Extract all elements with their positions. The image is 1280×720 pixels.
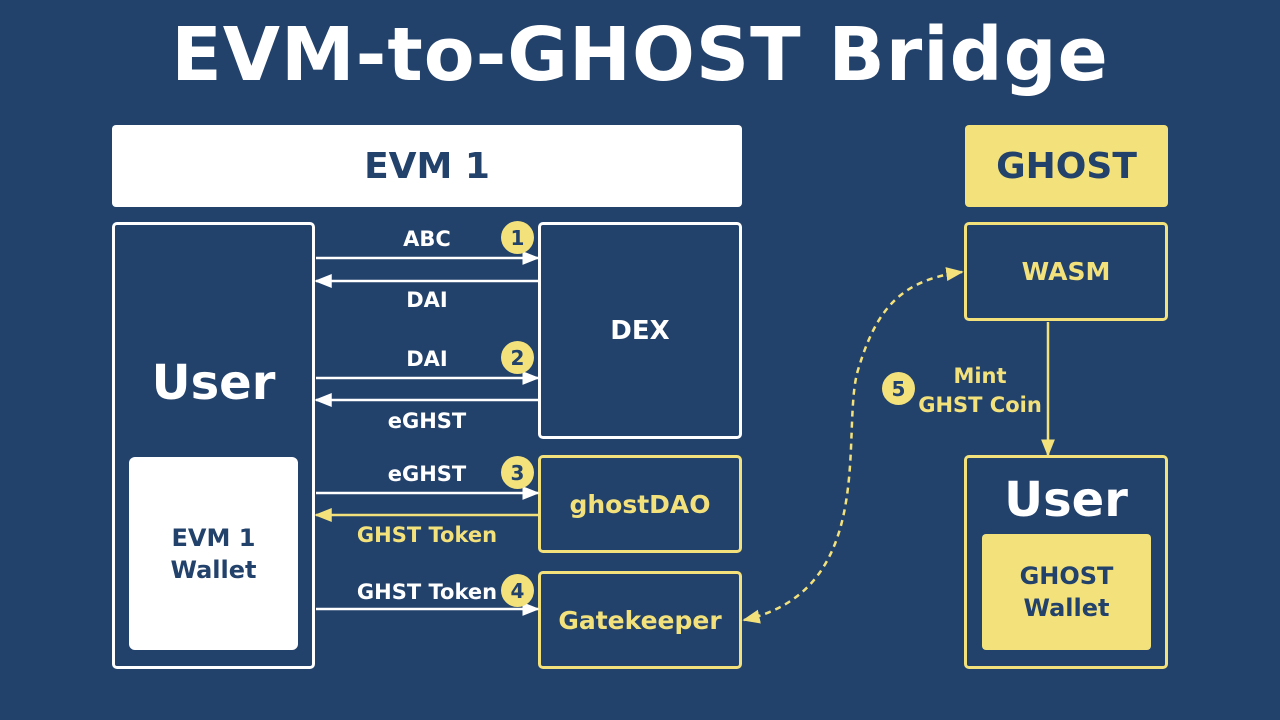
dex-label: DEX — [610, 315, 670, 346]
evm-wallet-line2: Wallet — [170, 555, 257, 584]
ghost-wallet: GHOST Wallet — [982, 534, 1151, 650]
ghostdao-label: ghostDAO — [569, 489, 711, 519]
mint-label: Mint GHST Coin — [910, 362, 1050, 420]
evm-wallet-line1: EVM 1 — [171, 523, 256, 552]
flow-label-ghst-token-return: GHST Token — [356, 523, 498, 547]
flow-label-eghst: eGHST — [387, 462, 467, 486]
dex-box: DEX — [538, 222, 742, 439]
step-badge-5: 5 — [882, 372, 915, 405]
mint-line1: Mint — [953, 364, 1007, 388]
step-badge-4: 4 — [501, 574, 534, 607]
evm-user-box — [112, 222, 315, 669]
evm-wallet: EVM 1 Wallet — [129, 457, 298, 650]
flow-label-dai-return: DAI — [406, 288, 448, 312]
step-badge-3: 3 — [501, 456, 534, 489]
ghost-user-label: User — [1004, 472, 1128, 528]
ghost-header: GHOST — [965, 125, 1168, 207]
page-title: EVM-to-GHOST Bridge — [171, 12, 1109, 98]
evm-header: EVM 1 — [112, 125, 742, 207]
ghost-wallet-line2: Wallet — [1023, 594, 1110, 622]
flow-label-dai: DAI — [406, 347, 448, 371]
mint-line2: GHST Coin — [918, 393, 1042, 417]
evm-user-label: User — [151, 355, 276, 411]
wasm-label: WASM — [1021, 257, 1111, 286]
flow-label-ghst-token: GHST Token — [356, 580, 498, 604]
arrow-bridge-dashed — [742, 267, 964, 624]
step-badge-1: 1 — [501, 221, 534, 254]
flow-label-abc: ABC — [403, 227, 451, 251]
gatekeeper-box: Gatekeeper — [538, 571, 742, 669]
flow-label-eghst-return: eGHST — [387, 409, 467, 433]
ghost-wallet-line1: GHOST — [1019, 562, 1114, 590]
ghostdao-box: ghostDAO — [538, 455, 742, 553]
step-badge-2: 2 — [501, 341, 534, 374]
wasm-box: WASM — [964, 222, 1168, 321]
ghost-user-box — [964, 455, 1168, 669]
gatekeeper-label: Gatekeeper — [558, 605, 722, 635]
